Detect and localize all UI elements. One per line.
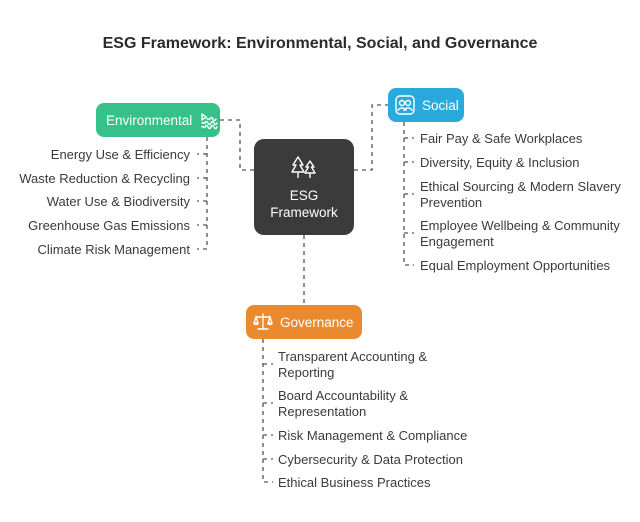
environmental-item: Water Use & Biodiversity: [46, 194, 190, 209]
environmental-spine: [197, 137, 208, 250]
environmental-item: Energy Use & Efficiency: [50, 147, 190, 162]
social-item: Fair Pay & Safe Workplaces: [420, 131, 583, 146]
governance-label: Governance: [280, 314, 354, 330]
social-label: Social: [422, 97, 459, 113]
governance-spine: [262, 339, 273, 483]
center-line1: ESG: [289, 188, 319, 203]
esg-framework-node[interactable]: ESG Framework: [254, 139, 354, 235]
governance-item: Cybersecurity & Data Protection: [278, 452, 463, 467]
social-item: Diversity, Equity & Inclusion: [420, 155, 580, 170]
scales-icon: [253, 313, 273, 330]
governance-item: Transparent Accounting & Reporting: [278, 349, 428, 380]
social-node[interactable]: Social: [388, 88, 464, 122]
environmental-item: Climate Risk Management: [37, 242, 190, 257]
trees-icon: [291, 156, 316, 178]
environmental-label: Environmental: [106, 112, 193, 128]
governance-item: Ethical Business Practices: [278, 475, 431, 490]
diagram-title: ESG Framework: Environmental, Social, an…: [102, 35, 538, 52]
center-line2: Framework: [270, 205, 338, 220]
connector-environmental: [220, 119, 254, 171]
environmental-node[interactable]: Environmental: [96, 103, 220, 137]
people-icon: [395, 95, 415, 115]
social-item: Equal Employment Opportunities: [420, 258, 611, 273]
water-waves-icon: [201, 113, 218, 130]
governance-item: Board Accountability & Representation: [278, 388, 409, 419]
social-item: Employee Wellbeing & Community Engagemen…: [420, 218, 620, 249]
social-item: Ethical Sourcing & Modern Slavery Preven…: [420, 179, 621, 210]
connector-social: [354, 104, 388, 171]
environmental-item: Waste Reduction & Recycling: [19, 171, 190, 186]
governance-item: Risk Management & Compliance: [278, 428, 468, 443]
environmental-item: Greenhouse Gas Emissions: [28, 218, 190, 233]
governance-node[interactable]: Governance: [246, 305, 362, 339]
